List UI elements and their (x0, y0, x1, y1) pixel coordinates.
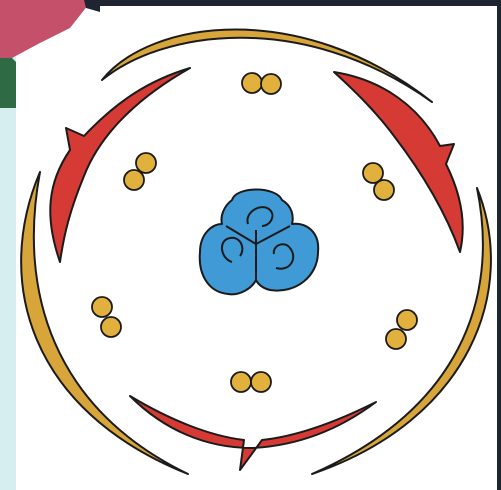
frame-right-bar (497, 0, 501, 490)
stamen-pair-lower-right (386, 310, 417, 349)
pistil (200, 190, 318, 295)
frame-top-left-pink (0, 0, 92, 60)
stamen-pair-upper-right (363, 163, 394, 200)
stamen-pair-bottom (231, 372, 271, 392)
stamen (231, 372, 251, 392)
stamen (92, 297, 112, 317)
stamen-pair-top (242, 73, 281, 94)
stamen (397, 310, 417, 330)
frame-top-left-edge (84, 0, 100, 12)
stamen (124, 170, 144, 190)
petal-upper-left (50, 68, 190, 262)
stamen (251, 372, 271, 392)
frame-top-left-green (0, 58, 16, 108)
stamen-pair-upper-left (124, 153, 156, 190)
stamen (101, 317, 121, 337)
stamen-pair-lower-left (92, 297, 121, 337)
stamen (386, 329, 406, 349)
frame-top-bar (92, 0, 501, 6)
stamen (136, 153, 156, 173)
stamen (374, 180, 394, 200)
petal-upper-right (334, 72, 463, 252)
stamen (261, 74, 281, 94)
stamen (242, 73, 262, 93)
